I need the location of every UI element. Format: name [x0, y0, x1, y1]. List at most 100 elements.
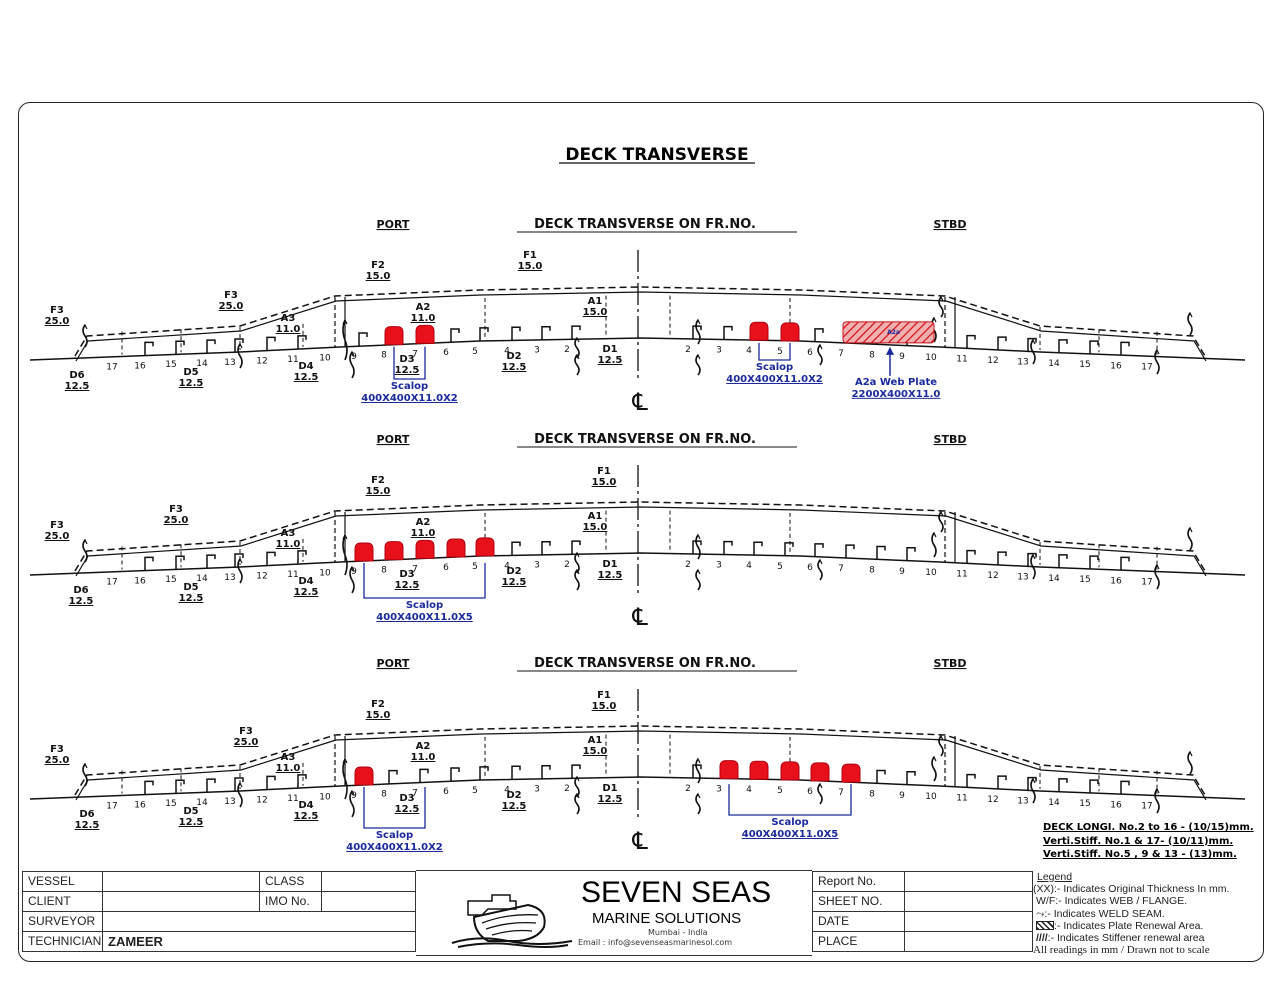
ship-logo-icon: [451, 894, 573, 948]
stiffener-stbd-12: [997, 336, 1007, 351]
stiffener-number: 5: [777, 347, 783, 357]
stiffener-stbd-2: [692, 325, 702, 340]
imo-value: [321, 891, 416, 912]
stiffener-stbd-2: [692, 540, 702, 555]
plate-thickness-d4: 12.5: [294, 372, 319, 383]
plate-label-f1: F1: [523, 250, 537, 261]
stiffener-number: 2: [685, 560, 691, 570]
weld-arrow-icon: [342, 533, 348, 540]
plate-thickness-a2: 11.0: [411, 313, 436, 324]
stiffener-stbd-5: [784, 542, 794, 556]
weld-arrow-icon: [1030, 338, 1036, 345]
stiffener-stbd-9: [906, 547, 916, 561]
stiffener-stbd-13: [1027, 776, 1037, 791]
stiffener-port-15: [175, 340, 185, 355]
plate-label-a2: A2: [416, 517, 431, 528]
plate-thickness-f3b: 25.0: [234, 737, 259, 748]
scallop-renewal-port-9: [354, 766, 374, 786]
stiffener-number: 5: [472, 786, 478, 796]
technician-label: TECHNICIAN: [22, 931, 103, 952]
stiffener-number: 10: [319, 568, 331, 578]
scallop-renewal-stbd-5: [780, 761, 800, 781]
stiffener-stbd-7: [845, 544, 855, 559]
plate-label-d2: D2: [506, 351, 521, 362]
weld-arrow-icon: [1187, 750, 1193, 757]
weld-arrow-icon: [1187, 311, 1193, 318]
stiffener-number: 8: [381, 351, 387, 361]
weld-arrow-icon: [1154, 348, 1160, 355]
plate-label-d1: D1: [602, 559, 617, 570]
weld-arrow-icon: [349, 565, 355, 572]
stiffener-stbd-13: [1027, 552, 1037, 567]
stiffener-port-11: [297, 550, 307, 564]
stiffener-number: 3: [534, 561, 540, 571]
stiffener-stbd-12: [997, 775, 1007, 790]
plate-label-d4: D4: [298, 800, 313, 811]
stiffener-stbd-6: [814, 328, 824, 342]
weld-arrow-icon: [574, 353, 580, 360]
web-plate-size: 2200X400X11.0: [852, 389, 941, 400]
plate-thickness-d6: 12.5: [69, 596, 94, 607]
stiffener-number: 2: [564, 560, 570, 570]
plate-label-a1: A1: [588, 511, 603, 522]
company-name: SEVEN SEAS: [581, 876, 772, 909]
weld-arrow-icon: [237, 342, 243, 349]
stiffener-number: 16: [1110, 576, 1122, 586]
stiffener-port-16: [144, 556, 154, 571]
deck-plate-inner-line: [75, 730, 1207, 801]
scallop-bracket: [363, 562, 486, 599]
stiffener-number: 10: [319, 353, 331, 363]
stiffener-number: 3: [716, 561, 722, 571]
weld-arrow-icon: [574, 551, 580, 558]
legend: Legend (XX):- Indicates Original Thickne…: [1033, 871, 1265, 957]
stiffener-number: 15: [1079, 360, 1090, 370]
stiffener-port-13: [234, 777, 244, 791]
stiffener-stbd-11: [966, 549, 976, 564]
plate-thickness-a3: 11.0: [276, 763, 301, 774]
drawing-title: DECK TRANSVERSE: [565, 145, 748, 165]
arrow-up-icon: [886, 346, 894, 355]
stiffener-stbd-8: [876, 769, 886, 784]
weld-arrow-icon: [1030, 553, 1036, 560]
scallop-renewal-stbd-4: [749, 321, 769, 341]
stiffener-number: 7: [412, 349, 418, 359]
company-email: Email : info@sevenseasmarinesol.com: [578, 938, 733, 947]
legend-stiffener-renewal: :- Indicates Stiffener renewal area: [1047, 931, 1205, 944]
stiffener-number: 7: [838, 788, 844, 798]
web-plate-tag: A2a: [887, 329, 900, 336]
scallop-size: 400X400X11.0X5: [376, 612, 473, 623]
plate-label-d6: D6: [79, 809, 94, 820]
weld-arrow-icon: [938, 295, 944, 302]
stbd-label: STBD: [934, 218, 967, 231]
plate-label-f3a: F3: [50, 520, 64, 531]
stiffener-number: 14: [1048, 359, 1060, 369]
weld-arrow-icon: [574, 568, 580, 575]
surveyor-label: SURVEYOR: [22, 911, 103, 932]
weld-arrow-icon: [237, 781, 243, 788]
stiffener-number: 13: [1017, 797, 1028, 807]
stiffener-number: 11: [956, 570, 967, 580]
section-heading: DECK TRANSVERSE ON FR.NO.: [534, 656, 756, 671]
plate-label-d4: D4: [298, 576, 313, 587]
weld-arrow-icon: [931, 531, 937, 538]
stiffener-number: 8: [381, 790, 387, 800]
stiffener-number: 3: [534, 785, 540, 795]
plate-label-f1: F1: [597, 690, 611, 701]
centerline-symbol: ℄: [629, 603, 651, 631]
stiffener-number: 7: [838, 349, 844, 359]
weld-arrow-icon: [695, 792, 701, 799]
scallop-renewal-port-8: [384, 326, 404, 346]
stiffener-number: 12: [256, 356, 267, 366]
stiffener-number: 6: [807, 563, 813, 573]
plate-thickness-a3: 11.0: [276, 539, 301, 550]
plate-thickness-d1: 12.5: [598, 570, 623, 581]
plate-label-d5: D5: [183, 582, 198, 593]
plate-renewal-icon: [1036, 921, 1054, 931]
plate-thickness-a1: 15.0: [583, 307, 608, 318]
stiffener-number: 16: [1110, 361, 1122, 371]
plate-label-d6: D6: [69, 370, 84, 381]
surveyor-value: [102, 911, 416, 932]
stiffener-stbd-3: [723, 325, 733, 340]
report-no-value: [904, 871, 1033, 892]
stiffener-number: 14: [196, 798, 208, 808]
